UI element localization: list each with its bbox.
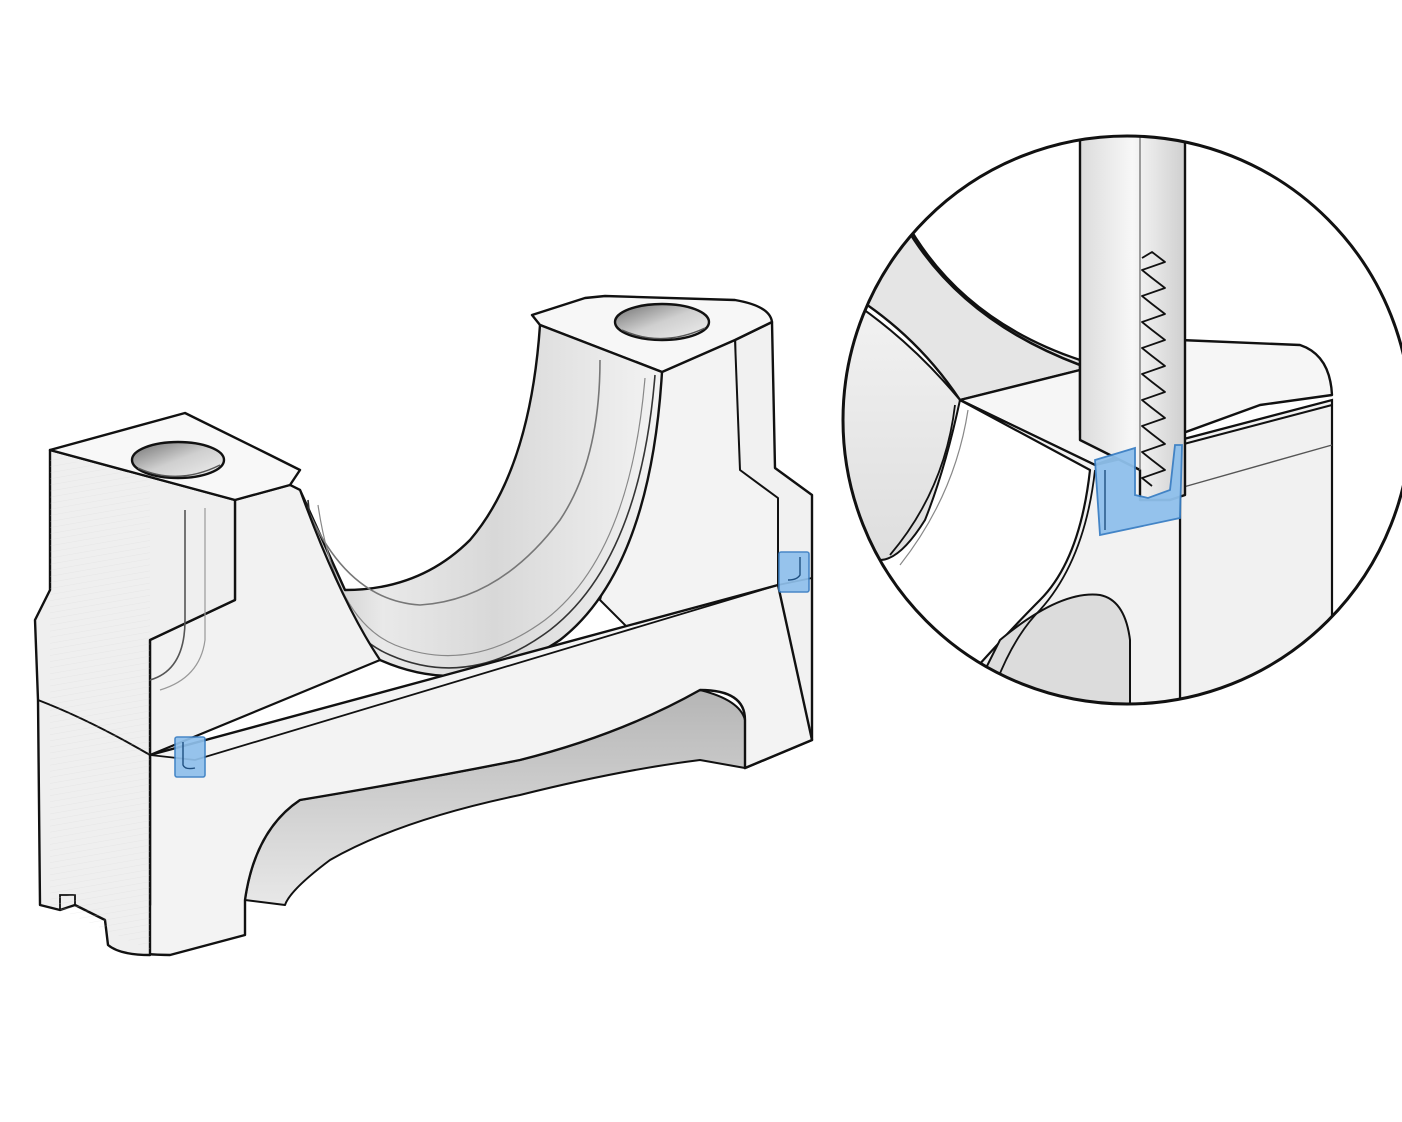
left-pillar-fillet-2 [159,508,206,691]
detail-lower-fillet [989,469,1096,701]
right-bolt-hole-inner [621,327,706,340]
left-pillar-face [148,483,382,757]
detail-saw-teeth [1141,251,1166,487]
left-side-texture [50,455,150,950]
detail-circle-border [841,134,1402,706]
cut-line-marker-icon [174,736,206,778]
detail-saw-blade [1078,136,1187,502]
cut-marker-right [778,551,810,593]
cut-line-marker-icon [778,551,810,593]
left-pillar-fillet [149,510,186,681]
bore-inner-edge [299,359,601,606]
detail-bore-top-edge [903,224,1081,367]
right-pillar-face [599,339,779,641]
detail-right-edge-line [1179,404,1333,446]
cut-marker-left [174,736,206,778]
detail-shell-groove [889,404,956,556]
cut-marker-left-line [182,742,196,770]
magnified-saw-cut-icon [841,134,1402,706]
bore-liner-groove-2 [317,377,646,657]
bearing-cap-block-icon [33,294,814,957]
right-bolt-hole [613,302,711,342]
detail-shell-groove-2 [899,409,969,566]
left-bolt-hole [130,440,226,480]
detail-right-edge-line-2 [1179,444,1333,489]
cut-marker-right-line [787,557,801,581]
lower-body-face [103,583,814,957]
detail-cut-highlight [1094,444,1183,537]
left-bolt-hole-inner [137,464,221,477]
